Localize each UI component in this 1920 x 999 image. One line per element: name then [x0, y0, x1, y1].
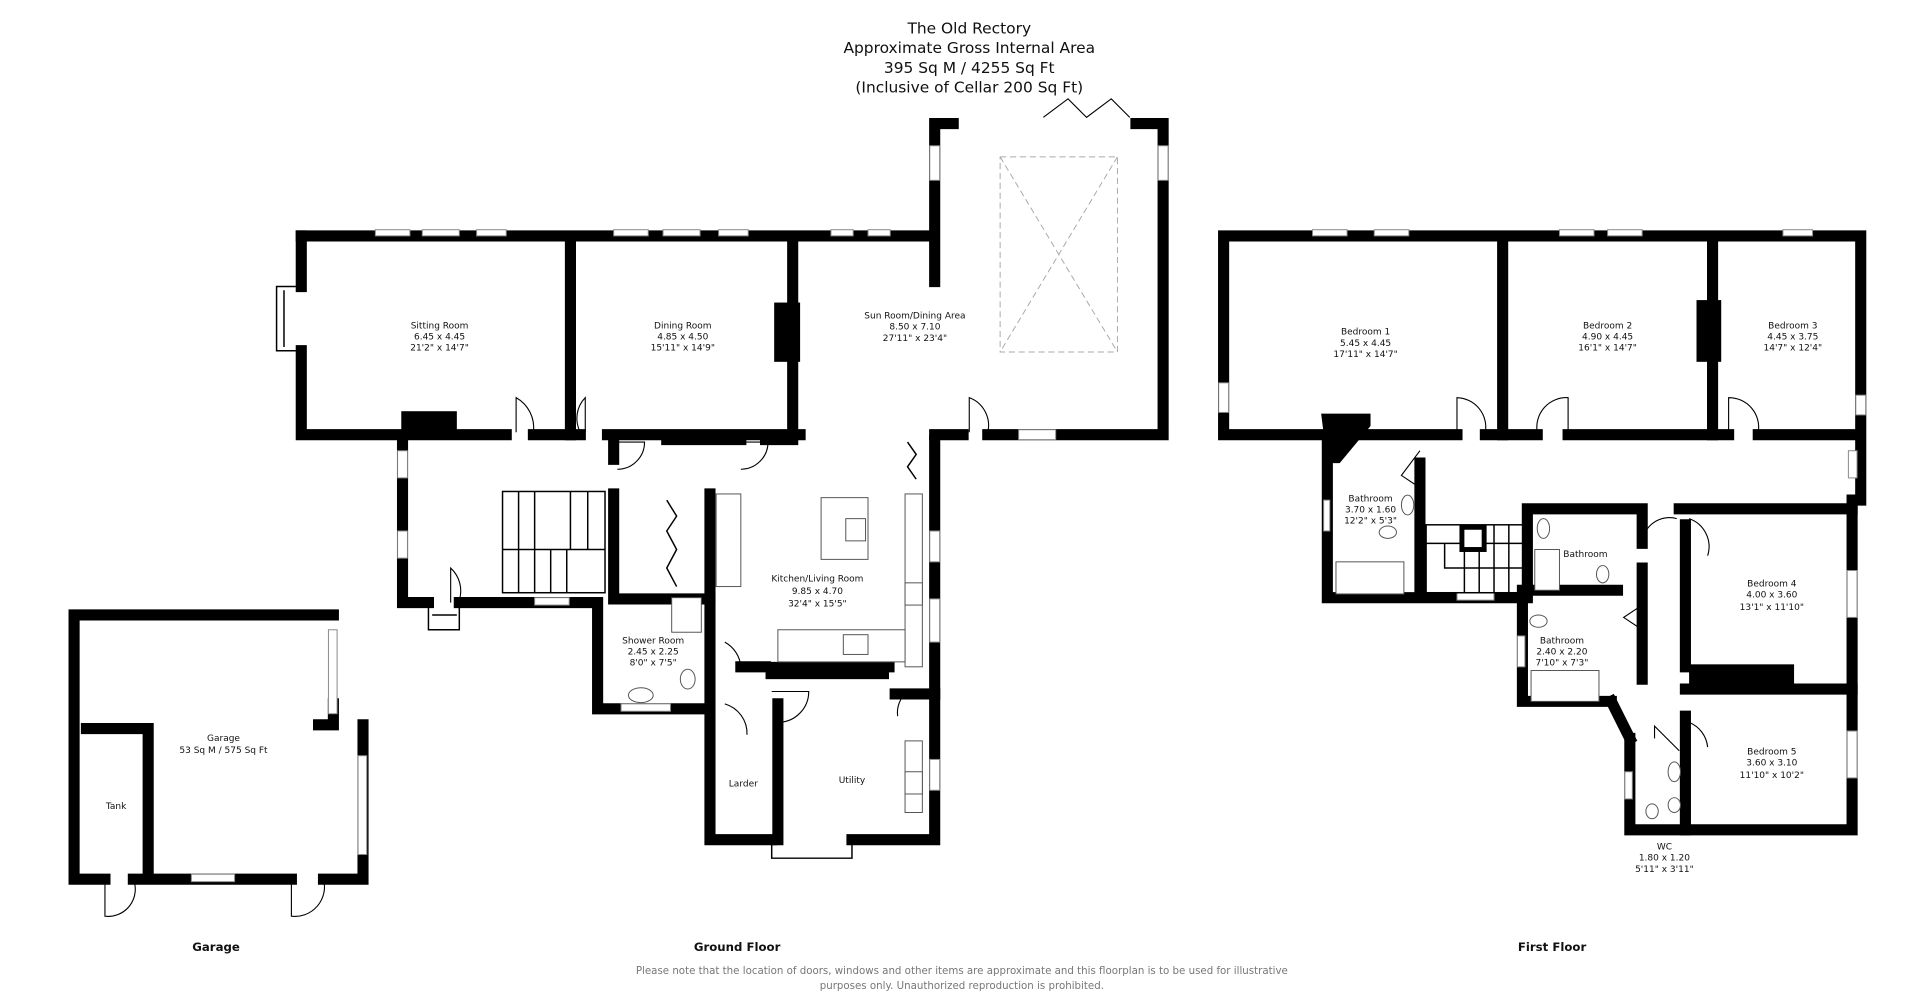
room-name: Garage — [207, 734, 240, 744]
shower-icon — [671, 597, 702, 633]
room-imperial: 21'2" x 14'7" — [410, 344, 469, 354]
toilet-icon — [1667, 797, 1681, 813]
windows — [190, 145, 1169, 883]
room-imperial: 13'1" x 11'10" — [1740, 603, 1804, 613]
doors — [104, 396, 990, 917]
toilet-icon — [1529, 614, 1548, 628]
room-metric: 4.85 x 4.50 — [657, 333, 708, 343]
room-imperial: 32'4" x 15'5" — [788, 599, 847, 609]
room-name: Larder — [729, 780, 758, 790]
room-name: Bathroom — [1540, 636, 1584, 646]
room-imperial: 5'11" x 3'11" — [1635, 865, 1694, 875]
doors — [1400, 397, 1760, 752]
room-name: Bathroom — [1348, 494, 1392, 504]
plan-title: The Old Rectory — [906, 19, 1031, 37]
room-imperial: 11'10" x 10'2" — [1740, 771, 1804, 781]
room-metric: 9.85 x 4.70 — [792, 587, 843, 597]
toilet-icon — [679, 668, 696, 690]
room-metric: 3.70 x 1.60 — [1345, 505, 1396, 515]
room-name: Shower Room — [622, 636, 684, 646]
room-name: Bathroom — [1563, 550, 1607, 560]
staircase — [1425, 524, 1529, 594]
bath-icon — [1335, 561, 1405, 595]
toilet-icon — [1596, 565, 1610, 584]
room-metric: 5.45 x 4.45 — [1340, 339, 1391, 349]
room-imperial: 12'2" x 5'3" — [1344, 517, 1397, 527]
room-name: Utility — [839, 776, 866, 786]
room-name: Bedroom 1 — [1341, 328, 1390, 338]
disclaimer-line-1: Please note that the location of doors, … — [636, 965, 1288, 977]
garage-floor-label: Garage — [192, 940, 240, 954]
ground-floor-plan: Sitting Room 6.45 x 4.45 21'2" x 14'7" D… — [68, 98, 1169, 917]
room-name: Bedroom 2 — [1583, 321, 1632, 331]
room-metric: 1.80 x 1.20 — [1639, 854, 1690, 864]
plan-area: 395 Sq M / 4255 Sq Ft — [884, 59, 1055, 77]
hob-icon — [842, 634, 869, 655]
room-name: Bedroom 4 — [1747, 580, 1797, 590]
kitchen-island — [820, 497, 869, 560]
first-floor-label: First Floor — [1518, 940, 1587, 954]
room-imperial: 27'11" x 23'4" — [883, 334, 947, 344]
room-name: Dining Room — [654, 321, 712, 331]
room-metric: 6.45 x 4.45 — [414, 333, 465, 343]
fixtures — [627, 441, 923, 813]
room-imperial: 17'11" x 14'7" — [1333, 350, 1397, 360]
room-imperial: 16'1" x 14'7" — [1578, 344, 1637, 354]
room-imperial: 7'10" x 7'3" — [1535, 659, 1588, 669]
room-metric: 8.50 x 7.10 — [889, 323, 940, 333]
sink-icon — [904, 582, 923, 606]
room-imperial: 15'11" x 14'9" — [651, 344, 715, 354]
windows — [1218, 229, 1867, 800]
skylight — [999, 156, 1118, 353]
bath-icon — [1534, 549, 1560, 591]
room-metric: 4.00 x 3.60 — [1746, 591, 1797, 601]
room-name: Bedroom 5 — [1747, 747, 1796, 757]
toilet-icon — [1378, 525, 1397, 539]
sink-icon — [845, 518, 867, 542]
first-floor-labels: Bedroom 1 5.45 x 4.45 17'11" x 14'7" Bed… — [1333, 321, 1822, 874]
room-metric: 4.45 x 3.75 — [1767, 333, 1818, 343]
room-imperial: 14'7" x 12'4" — [1764, 344, 1823, 354]
room-metric: 2.40 x 2.20 — [1536, 647, 1587, 657]
basin-icon — [1400, 494, 1415, 516]
room-metric: 2.45 x 2.25 — [628, 647, 679, 657]
bath-icon — [1530, 670, 1600, 702]
fixtures — [1335, 494, 1681, 820]
room-metric: 4.90 x 4.45 — [1582, 333, 1633, 343]
room-name: Sitting Room — [411, 321, 469, 331]
bidet-icon — [1645, 803, 1659, 820]
basin-icon — [1536, 518, 1551, 539]
room-name: Tank — [105, 802, 127, 812]
staircase — [427, 490, 606, 631]
room-imperial: 8'0" x 7'5" — [630, 659, 677, 669]
basin-icon — [1667, 761, 1681, 783]
header: The Old Rectory Approximate Gross Intern… — [843, 19, 1095, 96]
room-name: WC — [1657, 843, 1672, 853]
room-metric: 53 Sq M / 575 Sq Ft — [179, 746, 268, 756]
ground-floor-label: Ground Floor — [694, 940, 781, 954]
room-name: Sun Room/Dining Area — [864, 312, 965, 322]
plan-note: (Inclusive of Cellar 200 Sq Ft) — [855, 79, 1083, 97]
sink-icon — [904, 771, 923, 795]
first-floor-plan: Bedroom 1 5.45 x 4.45 17'11" x 14'7" Bed… — [1218, 229, 1867, 875]
basin-icon — [627, 687, 654, 704]
room-name: Bedroom 3 — [1768, 321, 1817, 331]
disclaimer-line-2: purposes only. Unauthorized reproduction… — [820, 980, 1104, 992]
room-name: Kitchen/Living Room — [771, 575, 863, 585]
plan-subtitle: Approximate Gross Internal Area — [843, 39, 1095, 57]
ground-floor-labels: Sitting Room 6.45 x 4.45 21'2" x 14'7" D… — [105, 312, 966, 812]
room-metric: 3.60 x 3.10 — [1746, 759, 1797, 769]
